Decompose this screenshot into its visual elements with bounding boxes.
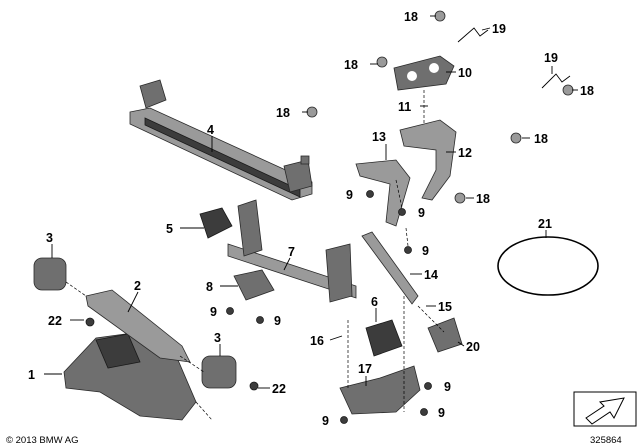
callout-9-f: 9 bbox=[444, 380, 451, 394]
part-10-plate bbox=[393, 55, 455, 91]
callout-14: 14 bbox=[424, 268, 438, 282]
part-3-grommet-left bbox=[33, 257, 67, 291]
assembly-lines bbox=[65, 90, 445, 421]
part-19-clip-right bbox=[541, 73, 571, 89]
part-8-holder bbox=[233, 269, 275, 301]
callout-16: 16 bbox=[310, 334, 324, 348]
callout-9-c: 9 bbox=[422, 244, 429, 258]
callout-2: 2 bbox=[134, 279, 141, 293]
part-3-grommet-right bbox=[201, 355, 237, 389]
callout-4: 4 bbox=[207, 123, 214, 137]
callout-9-a: 9 bbox=[346, 188, 353, 202]
direction-arrow-icon bbox=[573, 391, 637, 427]
part-6-module bbox=[365, 319, 403, 357]
callout-3-right: 3 bbox=[214, 331, 221, 345]
part-5-clip bbox=[199, 207, 233, 239]
part-4-bracket bbox=[129, 79, 313, 201]
part-12-bracket bbox=[399, 119, 457, 201]
part-20-grommet bbox=[427, 317, 463, 353]
callout-13: 13 bbox=[372, 130, 386, 144]
callout-18-d: 18 bbox=[534, 132, 548, 146]
diagram-number: 325864 bbox=[590, 435, 622, 446]
leader-lines bbox=[44, 15, 578, 389]
copyright-text: © 2013 BMW AG bbox=[6, 435, 78, 446]
callout-18-b: 18 bbox=[344, 58, 358, 72]
callout-17: 17 bbox=[358, 362, 372, 376]
rivets bbox=[306, 10, 574, 204]
callout-22-b: 22 bbox=[272, 382, 286, 396]
callout-9-b: 9 bbox=[418, 206, 425, 220]
callout-18-f: 18 bbox=[580, 84, 594, 98]
callout-7: 7 bbox=[288, 245, 295, 259]
callout-10: 10 bbox=[458, 66, 472, 80]
callout-labels: 1 2 3 3 4 5 6 7 8 9 9 9 9 9 9 9 9 10 11 … bbox=[28, 10, 594, 428]
callout-18-c: 18 bbox=[276, 106, 290, 120]
callout-21: 21 bbox=[538, 217, 552, 231]
callout-8: 8 bbox=[206, 280, 213, 294]
screws bbox=[85, 190, 432, 424]
callout-12: 12 bbox=[458, 146, 472, 160]
callout-9-g: 9 bbox=[438, 406, 445, 420]
callout-20: 20 bbox=[466, 340, 480, 354]
callout-18-e: 18 bbox=[476, 192, 490, 206]
callout-11: 11 bbox=[398, 100, 411, 114]
callout-15: 15 bbox=[438, 300, 452, 314]
callout-6: 6 bbox=[371, 295, 378, 309]
part-21-o-ring bbox=[497, 236, 599, 296]
part-7-support bbox=[227, 199, 357, 303]
callout-22-a: 22 bbox=[48, 314, 62, 328]
part-17-bracket bbox=[339, 365, 421, 415]
callout-9-h: 9 bbox=[322, 414, 329, 428]
callout-3-left: 3 bbox=[46, 231, 53, 245]
part-14-rod bbox=[361, 231, 419, 305]
callout-18-a: 18 bbox=[404, 10, 418, 24]
callout-19-b: 19 bbox=[544, 51, 558, 65]
callout-5: 5 bbox=[166, 222, 173, 236]
callout-9-e: 9 bbox=[274, 314, 281, 328]
callout-19-a: 19 bbox=[492, 22, 506, 36]
part-19-clip-top bbox=[457, 27, 489, 43]
callout-9-d: 9 bbox=[210, 305, 217, 319]
part-2-bracket bbox=[85, 289, 191, 363]
part-13-bracket bbox=[355, 159, 411, 227]
callout-1: 1 bbox=[28, 368, 35, 382]
